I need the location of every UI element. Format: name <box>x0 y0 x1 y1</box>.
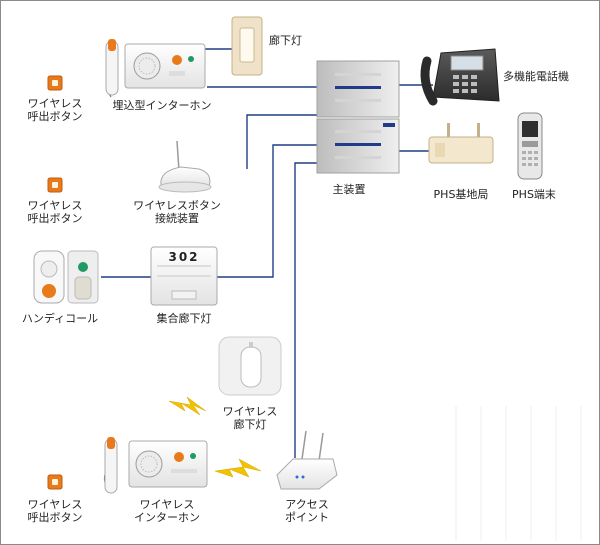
phs-terminal-label: PHS端末 <box>512 188 556 201</box>
builtin-intercom-icon <box>105 39 206 98</box>
background-grid <box>455 406 582 541</box>
main-unit-label: 主装置 <box>332 183 366 196</box>
wireless-intercom-label: ワイヤレス インターホン <box>134 498 200 524</box>
wireless-call-button-2-label: ワイヤレス 呼出ボタン <box>27 199 83 225</box>
multifunction-phone-label: 多機能電話機 <box>503 70 569 83</box>
corridor-light-icon <box>231 16 263 76</box>
wireless-call-button-3-label: ワイヤレス 呼出ボタン <box>27 498 83 524</box>
wireless-corridor-light-label: ワイヤレス 廊下灯 <box>222 405 278 431</box>
line-corridor-light-to-main <box>217 144 317 278</box>
handy-call-label: ハンディコール <box>21 312 99 325</box>
wireless-intercom-icon <box>103 437 208 494</box>
line-receiver-to-main <box>246 114 317 169</box>
wireless-call-button-2-icon <box>47 177 63 193</box>
lightning-icon-upper <box>168 396 207 416</box>
multifunction-phone-icon <box>420 48 500 106</box>
wireless-call-button-1-label: ワイヤレス 呼出ボタン <box>27 97 83 123</box>
phs-base-station-icon <box>428 123 494 164</box>
wireless-button-receiver-icon <box>158 140 212 193</box>
phs-base-station-label: PHS基地局 <box>433 188 489 201</box>
main-unit-icon <box>316 60 400 174</box>
wireless-call-button-1-icon <box>47 75 63 91</box>
access-point-label: アクセス ポイント <box>285 498 329 524</box>
lightning-icon-lower <box>214 458 262 478</box>
group-corridor-light-icon <box>150 246 218 306</box>
wireless-button-receiver-label: ワイヤレスボタン 接続装置 <box>133 199 221 225</box>
line-access-point-to-main <box>294 162 317 458</box>
builtin-intercom-label: 埋込型インターホン <box>112 99 212 112</box>
group-corridor-light-label: 集合廊下灯 <box>156 312 212 325</box>
access-point-icon <box>276 430 338 490</box>
room-number-label: 302 <box>168 250 200 264</box>
handy-call-icon <box>33 250 99 304</box>
wireless-call-button-3-icon <box>47 474 63 490</box>
phs-terminal-icon <box>517 112 543 180</box>
corridor-light-label: 廊下灯 <box>269 34 302 47</box>
wireless-corridor-light-icon <box>218 336 282 396</box>
